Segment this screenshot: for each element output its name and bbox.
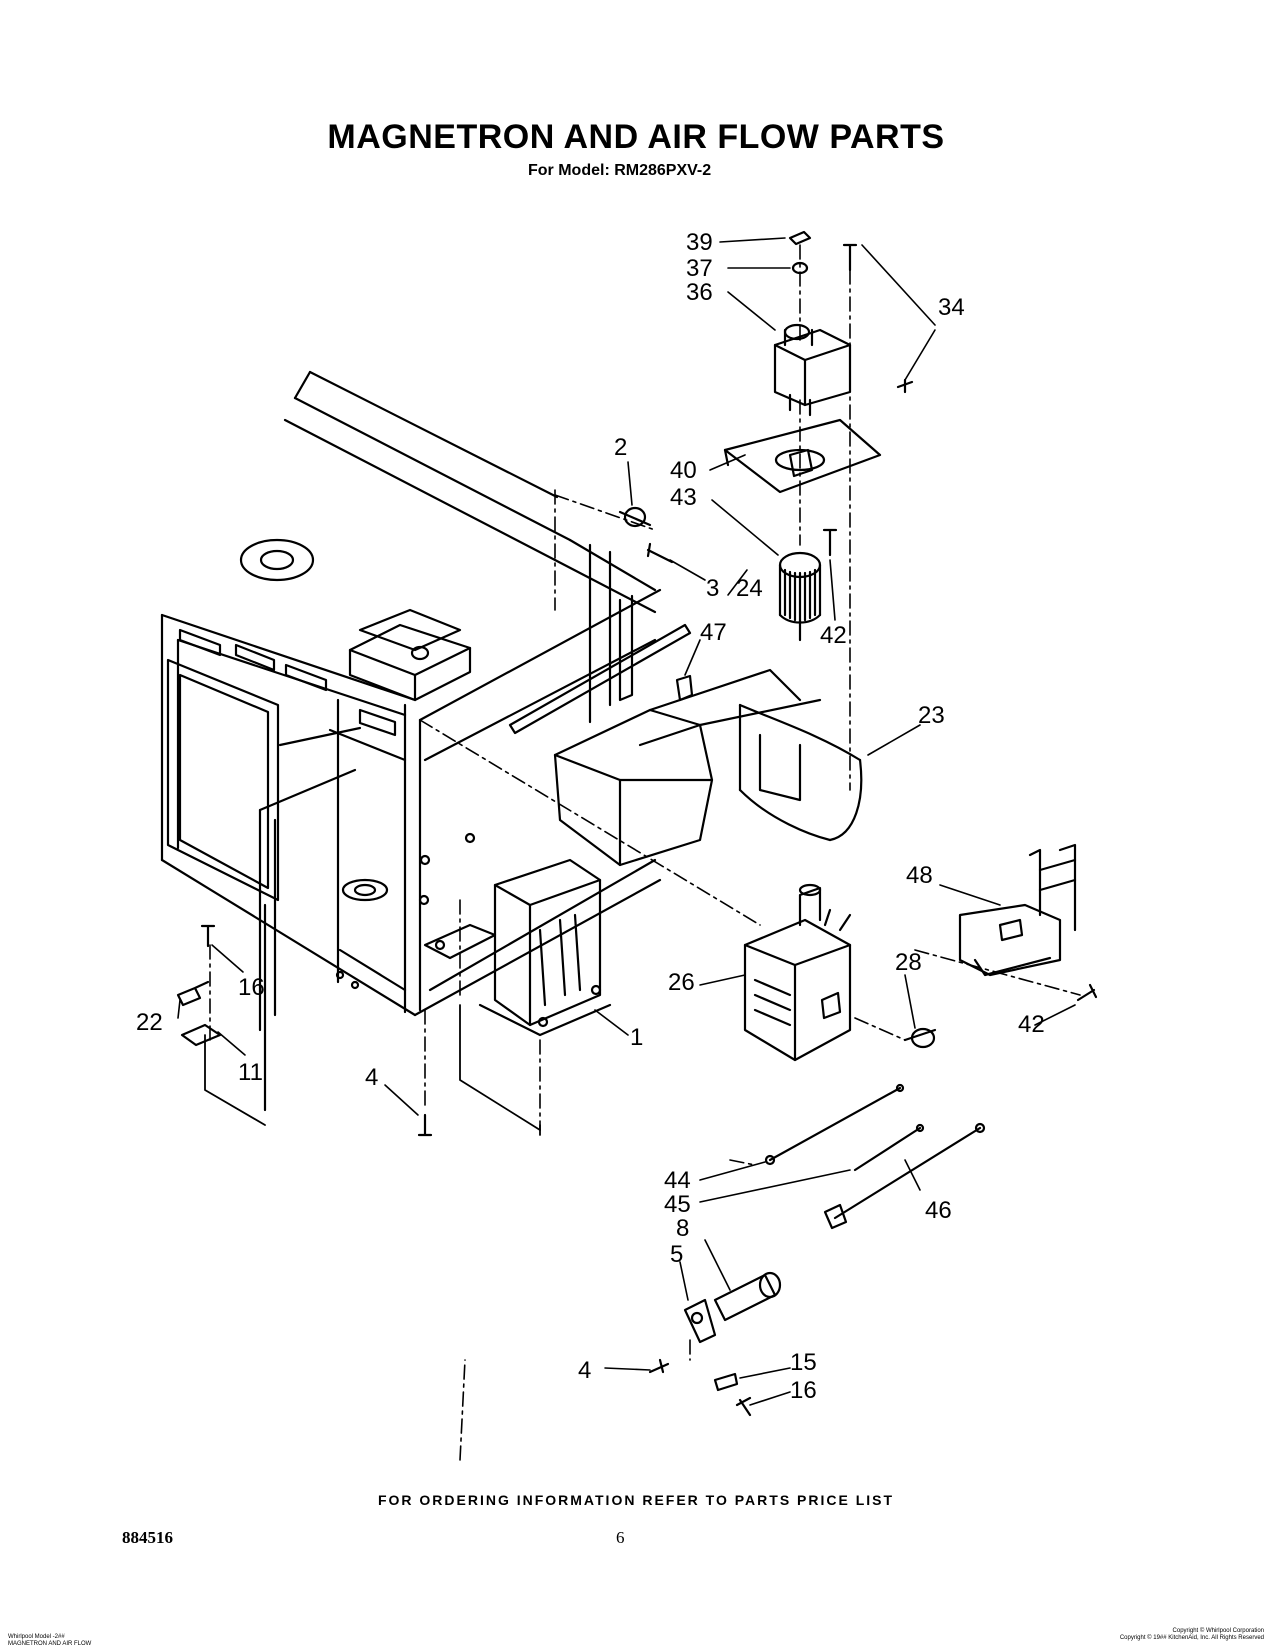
ordering-note: FOR ORDERING INFORMATION REFER TO PARTS …: [377, 1492, 895, 1508]
thermostat-part-28: [903, 1027, 937, 1049]
callout-39: 39: [686, 229, 713, 256]
fan-rail-part-24: [508, 623, 692, 735]
fan-blade-part-43: [778, 551, 822, 642]
air-duct-part-23: [553, 668, 863, 867]
callout-44: 44: [664, 1167, 691, 1194]
page-title: MAGNETRON AND AIR FLOW PARTS: [327, 118, 945, 156]
screw-part-34-side: [896, 378, 914, 394]
callout-15: 15: [790, 1349, 817, 1376]
callout-16-lower: 16: [790, 1377, 817, 1404]
callout-8: 8: [676, 1215, 689, 1242]
callout-40: 40: [670, 457, 697, 484]
footer-right-line-2: Copyright © 19## KitchenAid, Inc. All Ri…: [1119, 1635, 1264, 1641]
callout-28: 28: [895, 949, 922, 976]
callout-5: 5: [670, 1241, 683, 1268]
nut-part-39: [788, 230, 812, 246]
capacitor-part-8: [713, 1271, 782, 1322]
screw-part-4-upper: [417, 1113, 433, 1137]
callout-4-upper: 4: [365, 1064, 378, 1091]
fan-motor-part-36: [773, 323, 852, 417]
callout-2: 2: [614, 434, 627, 461]
magnetron-part-26: [743, 883, 852, 1062]
callout-3: 3: [706, 575, 719, 602]
screw-part-42-fan: [822, 528, 838, 557]
callout-24: 24: [736, 575, 763, 602]
document-number: 884516: [122, 1528, 173, 1547]
callout-42-fan: 42: [820, 622, 847, 649]
explode-lines: [209, 244, 1081, 1461]
wire-part-46: [823, 1122, 986, 1230]
callout-26: 26: [668, 969, 695, 996]
clip-part-15: [713, 1372, 739, 1392]
callout-11: 11: [238, 1059, 263, 1086]
callout-36: 36: [686, 279, 713, 306]
callout-46: 46: [925, 1197, 952, 1224]
footer-left-line-1: Whirlpool Model -2##: [8, 1634, 65, 1640]
callout-arrows: [177, 237, 1076, 1406]
callout-47: 47: [700, 619, 727, 646]
screw-part-4-lower: [648, 1358, 670, 1374]
callout-34: 34: [938, 294, 965, 321]
thermostat-part-2: [618, 506, 652, 528]
callout-43: 43: [670, 484, 697, 511]
callout-labels: 39 37 36 34 2 40 43 3 24 42 47 23 48 26 …: [136, 229, 1045, 1404]
callout-37: 37: [686, 255, 713, 282]
callout-1: 1: [630, 1024, 643, 1051]
spacer-part-22: [176, 980, 210, 1007]
footer-right-line-1: Copyright © Whirlpool Corporation: [1172, 1628, 1264, 1634]
callout-23: 23: [918, 702, 945, 729]
transformer-part-1: [423, 858, 612, 1037]
callout-16-upper: 16: [238, 974, 265, 1001]
callout-22: 22: [136, 1009, 163, 1036]
callout-48: 48: [906, 862, 933, 889]
footer-right-copyright: Copyright © Whirlpool Corporation Copyri…: [1120, 1628, 1264, 1642]
clip-part-11: [180, 1023, 222, 1047]
bracket-part-48: [958, 843, 1077, 977]
screw-part-42-bracket: [1076, 983, 1098, 1002]
screw-part-16-upper: [200, 924, 216, 948]
wire-part-45: [853, 1123, 925, 1172]
footer-left-fineprint: Whirlpool Model -2## MAGNETRON AND AIR F…: [8, 1634, 91, 1648]
footer-left-line-2: MAGNETRON AND AIR FLOW: [8, 1641, 92, 1647]
callout-45: 45: [664, 1191, 691, 1218]
page-number: 6: [616, 1528, 625, 1547]
screw-part-16-lower: [735, 1396, 752, 1417]
clip-part-47: [675, 674, 694, 702]
screw-part-34-top: [842, 243, 858, 272]
assembly-brackets: [204, 1004, 541, 1136]
callout-42-bracket: 42: [1018, 1011, 1045, 1038]
screw-part-3: [646, 542, 674, 564]
model-subtitle: For Model: RM286PXV-2: [528, 162, 712, 179]
callout-4-lower: 4: [578, 1357, 591, 1384]
fan-bracket-part-40: [723, 418, 882, 494]
bracket-part-5: [683, 1298, 717, 1344]
wire-part-44: [764, 1083, 905, 1166]
